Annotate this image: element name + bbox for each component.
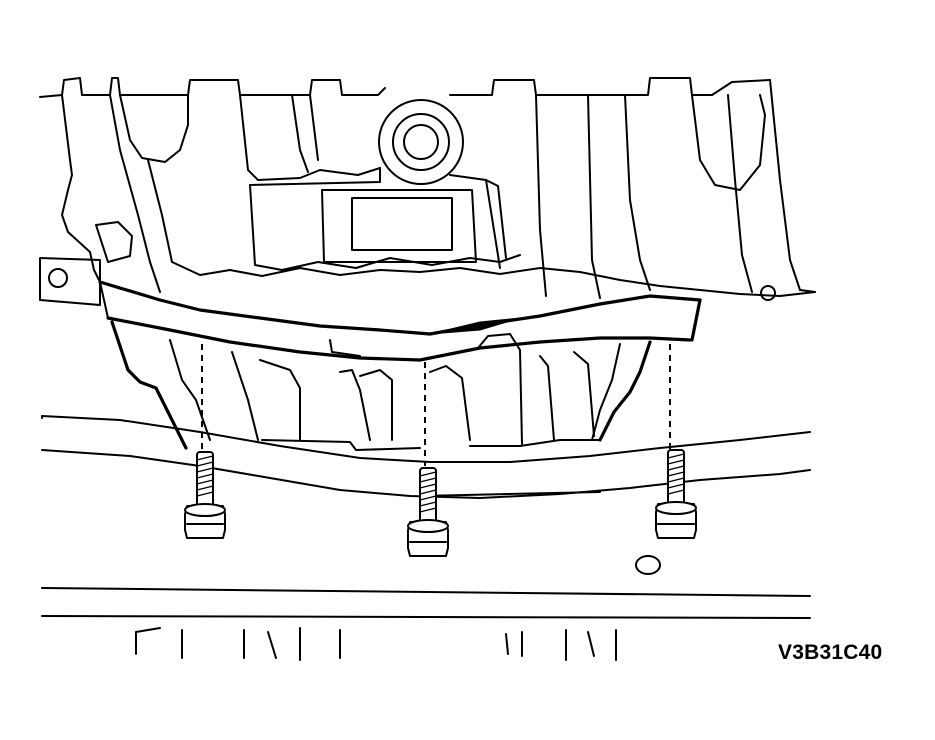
lower-pan [41,415,811,661]
figure-code-label: V3B31C40 [778,641,883,664]
engine-block [39,77,816,306]
oil-pan-flange [98,280,702,362]
oil-pan-body [110,320,652,451]
bolt-alignment-lines [201,344,671,466]
bolt-left [184,451,226,539]
bolt-right [655,449,697,539]
bolt-center [407,467,449,557]
